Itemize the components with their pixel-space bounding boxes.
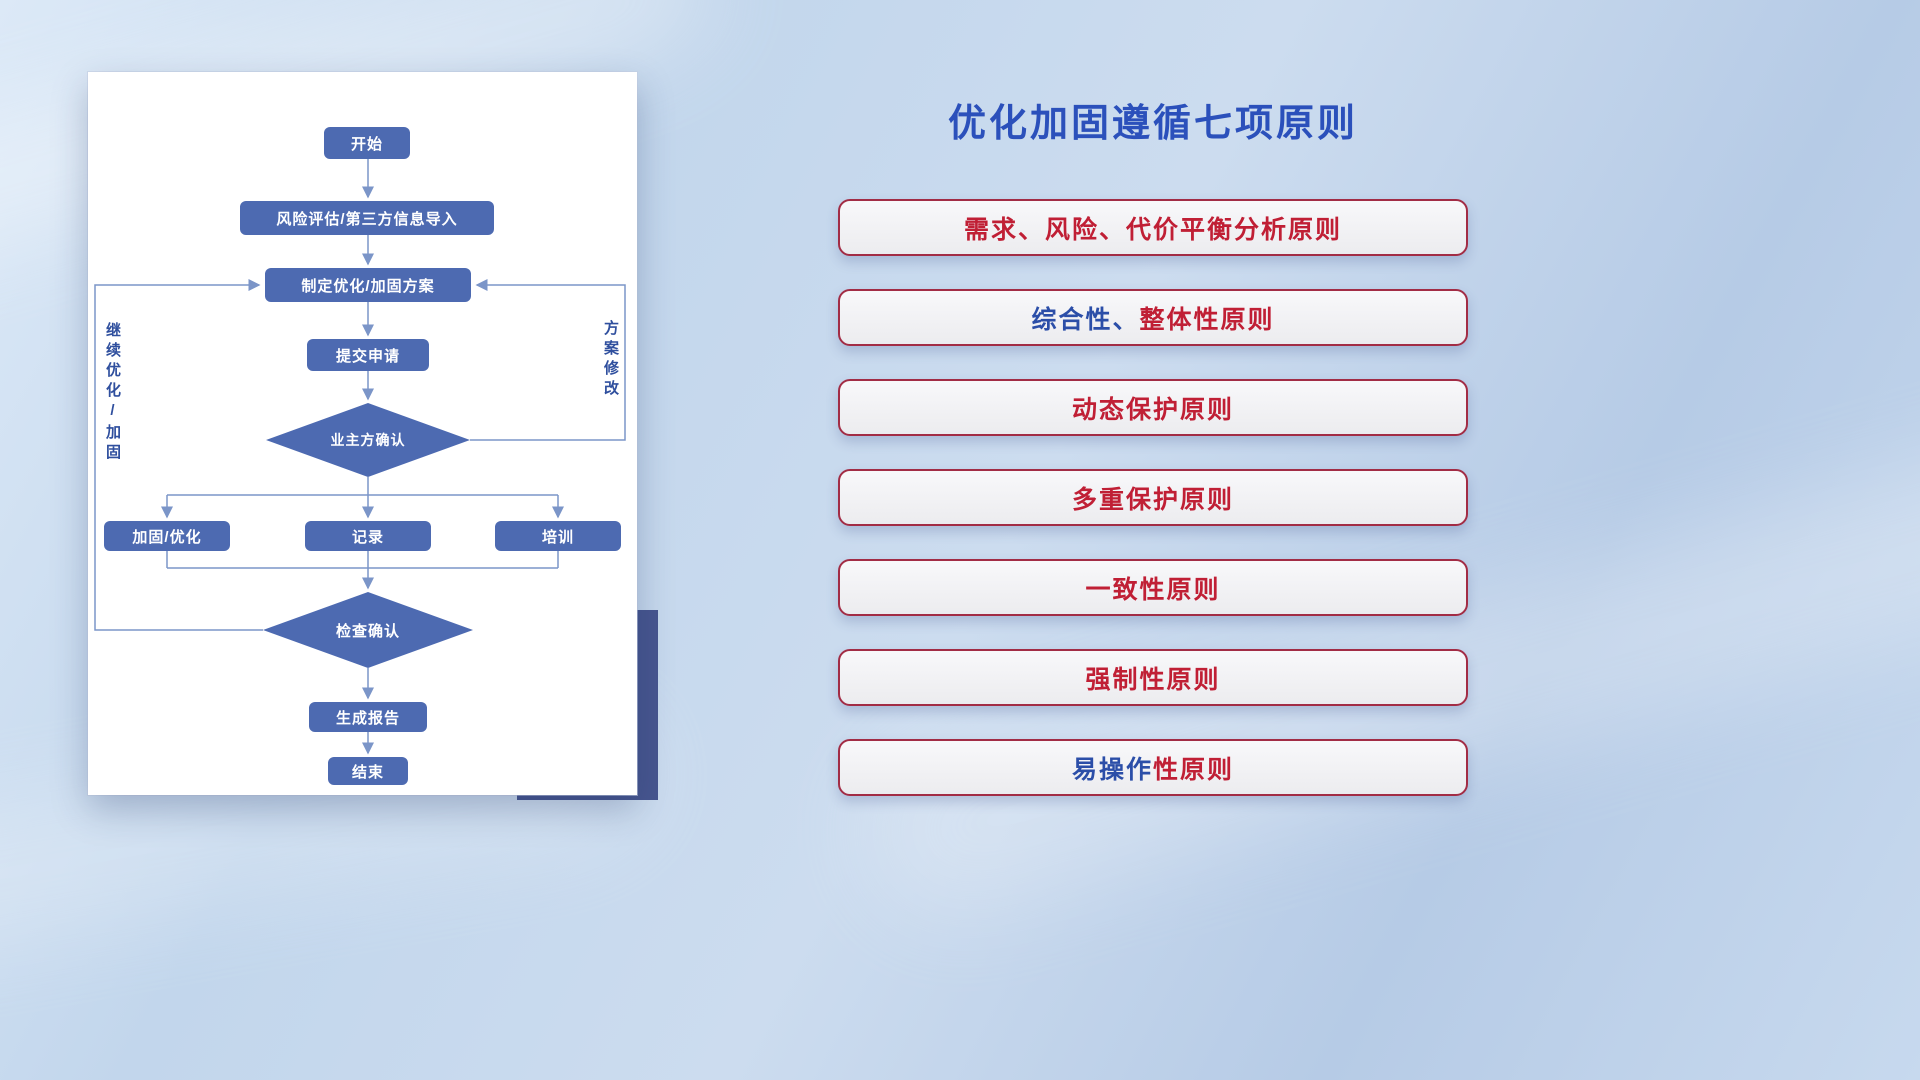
principle-label: 动态保护原则 [1072, 390, 1234, 426]
flow-node-training: 培训 [495, 521, 621, 551]
principle-text-segment: 多重保护原则 [1071, 485, 1234, 514]
principle-label: 易操作性原则 [1072, 750, 1234, 786]
principle-label: 强制性原则 [1085, 660, 1220, 696]
principle-label: 综合性、整体性原则 [1031, 300, 1274, 336]
principle-label: 需求、风险、代价平衡分析原则 [964, 210, 1342, 246]
flow-node-risk-import: 风险评估/第三方信息导入 [240, 201, 494, 235]
flow-node-submit: 提交申请 [307, 339, 429, 371]
flow-node-report: 生成报告 [309, 702, 427, 732]
flow-node-make-plan: 制定优化/加固方案 [265, 268, 471, 302]
principle-text-segment: 整体性原则 [1139, 305, 1275, 334]
principle-item: 易操作性原则 [838, 739, 1468, 796]
principle-text-segment: 需求、风险、代价平衡分析原则 [963, 215, 1342, 244]
flow-node-end: 结束 [328, 757, 408, 785]
principles-list: 需求、风险、代价平衡分析原则 综合性、整体性原则 动态保护原则 多重保护原则 一… [838, 199, 1468, 796]
principle-text-segment: 动态保护原则 [1071, 395, 1234, 424]
principle-item: 综合性、整体性原则 [838, 289, 1468, 346]
flow-node-reinforce: 加固/优化 [104, 521, 230, 551]
principle-item: 动态保护原则 [838, 379, 1468, 436]
principle-text-segment: 综合性、 [1031, 305, 1140, 334]
principle-item: 需求、风险、代价平衡分析原则 [838, 199, 1468, 256]
principle-item: 一致性原则 [838, 559, 1468, 616]
principle-item: 强制性原则 [838, 649, 1468, 706]
flow-node-start: 开始 [324, 127, 410, 159]
principle-label: 一致性原则 [1085, 570, 1220, 606]
edge-label-continue-optimize: 继续优化/加固 [104, 322, 121, 464]
principle-text-segment: 易操作 [1071, 755, 1153, 784]
principle-text-segment: 性原则 [1153, 755, 1235, 784]
principle-item: 多重保护原则 [838, 469, 1468, 526]
principle-text-segment: 强制性原则 [1085, 665, 1221, 694]
page-title: 优化加固遵循七项原则 [947, 103, 1358, 145]
principle-text-segment: 一致性原则 [1085, 575, 1221, 604]
principle-label: 多重保护原则 [1072, 480, 1234, 516]
flowchart-connectors [94, 159, 626, 755]
flowchart-card: 开始 风险评估/第三方信息导入 制定优化/加固方案 提交申请 业主方确认 加固/… [88, 72, 637, 795]
edge-label-plan-modify: 方案修改 [602, 320, 619, 400]
flow-node-record: 记录 [305, 521, 431, 551]
